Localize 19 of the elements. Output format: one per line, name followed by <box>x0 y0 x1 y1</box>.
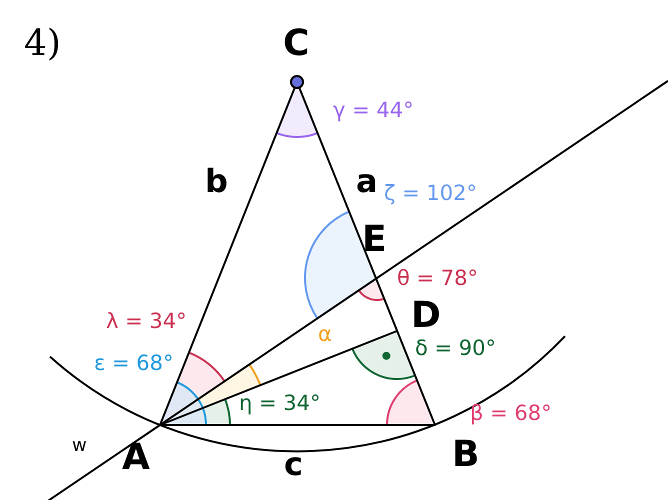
angle-label: γ = 44° <box>333 100 414 121</box>
angle-label: η = 34° <box>239 393 320 414</box>
angle-label: δ = 90° <box>415 338 496 359</box>
point-label: E <box>362 222 387 258</box>
side-label: a <box>356 165 378 197</box>
angle-label: α <box>318 324 332 345</box>
angle-label: θ = 78° <box>397 268 478 289</box>
problem-number: 4) <box>24 26 61 62</box>
side-label: b <box>205 165 228 197</box>
point-label: B <box>452 437 480 473</box>
side-label: c <box>284 448 303 480</box>
angle-label: ζ = 102° <box>384 183 477 204</box>
point-label: A <box>122 440 150 476</box>
line-label: w <box>72 437 87 455</box>
angle-label: ε = 68° <box>94 353 174 374</box>
point-label: D <box>411 298 441 334</box>
angle-label: λ = 34° <box>106 311 187 332</box>
point-label: C <box>283 26 310 62</box>
angle-label: β = 68° <box>470 403 552 424</box>
